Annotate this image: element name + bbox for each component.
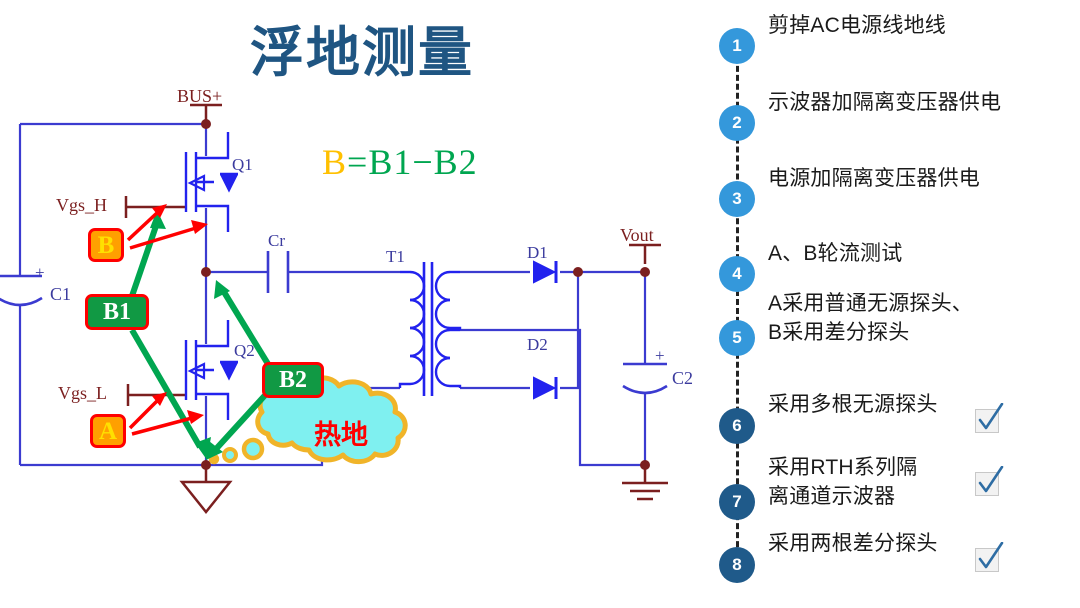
hot-ground-triangle (179, 480, 233, 515)
step-text-4: A、B轮流测试 (768, 242, 903, 265)
probe-badge-b2[interactable]: B2 (262, 362, 324, 398)
step-checkbox-8[interactable] (975, 542, 1004, 572)
label-vout: Vout (620, 225, 654, 245)
wire-d2-out (560, 272, 580, 390)
step-checkbox-6[interactable] (975, 403, 1004, 433)
mosfet-q2 (184, 320, 238, 420)
green-arrows-group (129, 210, 271, 460)
capacitor-c2 (622, 362, 668, 395)
label-c2: C2 (672, 368, 694, 388)
circuit-diagram-area: 浮地测量 B=B1−B2 BUS+ Vgs_H Vgs_L Vout C1 C2… (0, 23, 694, 515)
step-number-8[interactable]: 8 (719, 547, 755, 583)
capacitor-c1 (0, 274, 43, 307)
step-checkbox-7[interactable] (975, 466, 1004, 496)
label-d1: D1 (527, 243, 548, 262)
label-q1: Q1 (232, 155, 253, 174)
label-vgs-l: Vgs_L (58, 383, 107, 403)
label-c1: C1 (50, 284, 72, 304)
equation-lhs: B (322, 142, 348, 182)
step-number-4[interactable]: 4 (719, 256, 755, 292)
wire-center-tap (460, 328, 645, 467)
step-number-1[interactable]: 1 (719, 28, 755, 64)
step-text-2: 示波器加隔离变压器供电 (768, 91, 1002, 114)
label-c2-polarity: + (655, 346, 665, 365)
label-cr: Cr (268, 231, 285, 250)
step-text-7: 采用RTH系列隔 离通道示波器 (768, 456, 918, 508)
page-title: 浮地测量 (250, 23, 474, 83)
capacitor-cr (266, 251, 290, 293)
mosfet-q1 (184, 132, 238, 232)
schematic-svg (0, 103, 668, 515)
step-text-1: 剪掉AC电源线地线 (768, 14, 946, 37)
equation-b: B=B1−B2 (322, 141, 478, 183)
junction-out-gnd (640, 460, 650, 470)
diode-d2 (533, 376, 558, 400)
junction-bus (201, 119, 211, 129)
label-bus-plus: BUS+ (177, 86, 223, 106)
label-q2: Q2 (234, 341, 255, 360)
step-text-3: 电源加隔离变压器供电 (768, 167, 980, 190)
probe-badge-b1[interactable]: B1 (85, 294, 149, 330)
cloud-label-hot-ground: 热地 (314, 420, 368, 450)
probe-badge-b[interactable]: B (88, 228, 124, 262)
diode-d1 (533, 260, 558, 284)
step-number-5[interactable]: 5 (719, 320, 755, 356)
junction-rect-out (573, 267, 583, 277)
steps-panel: 1 剪掉AC电源线地线 2 示波器加隔离变压器供电 3 电源加隔离变压器供电 4 A、B轮流测… (700, 0, 1080, 608)
step-text-8: 采用两根差分探头 (768, 532, 938, 555)
step-number-7[interactable]: 7 (719, 484, 755, 520)
step-number-2[interactable]: 2 (719, 105, 755, 141)
hot-ground-cloud (208, 375, 408, 465)
junction-hot-gnd (201, 460, 211, 470)
junction-dots-group (201, 119, 650, 470)
junction-vout (640, 267, 650, 277)
step-number-6[interactable]: 6 (719, 408, 755, 444)
junction-mid (201, 267, 211, 277)
label-vgs-h: Vgs_H (56, 195, 108, 215)
equation-rhs: =B1−B2 (347, 142, 478, 182)
probe-badge-a[interactable]: A (90, 414, 126, 448)
steps-timeline-rail (736, 30, 739, 565)
label-d2: D2 (527, 335, 548, 354)
step-text-5: A采用普通无源探头、 B采用差分探头 (768, 292, 974, 344)
transformer-t1 (398, 262, 462, 396)
step-number-3[interactable]: 3 (719, 181, 755, 217)
step-text-6: 采用多根无源探头 (768, 393, 938, 416)
red-arrows-group (126, 204, 208, 436)
label-t1: T1 (386, 247, 405, 266)
label-c1-polarity: + (35, 263, 45, 282)
